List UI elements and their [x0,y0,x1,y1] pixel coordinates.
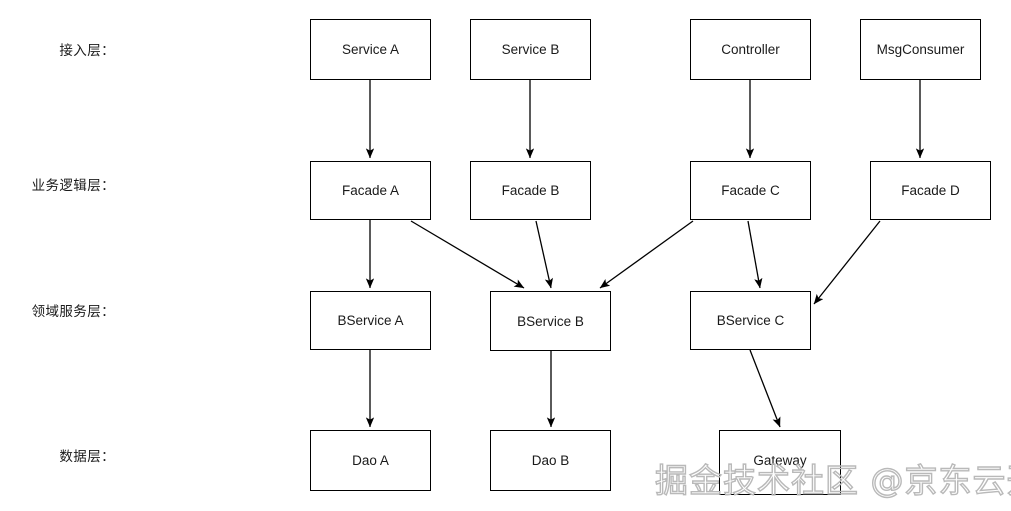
node-label-bservice-a: BService A [337,313,404,328]
node-label-facade-b: Facade B [501,183,560,198]
node-bservice-c[interactable]: BService C [690,291,811,350]
layer-label-business: 业务逻辑层： [31,178,115,194]
connector-bservice-c-to-gateway [749,349,781,428]
node-label-bservice-b: BService B [517,313,584,329]
node-label-msgconsumer: MsgConsumer [876,42,965,57]
connector-facade-c-to-bservice-b [599,220,694,289]
connector-group [365,80,925,428]
node-bservice-a[interactable]: BService A [310,291,431,350]
connector-facade-c-to-bservice-c [747,220,763,289]
node-facade-b[interactable]: Facade B [470,161,591,220]
node-label-dao-b: Dao B [531,453,570,468]
node-label-controller: Controller [721,42,780,57]
node-label-facade-a: Facade A [341,183,400,198]
node-label-bservice-c: BService C [716,313,785,328]
connector-facade-d-to-bservice-c [813,220,881,305]
node-facade-d[interactable]: Facade D [870,161,991,220]
node-label-service-b: Service B [501,42,560,57]
node-label-facade-d: Facade D [901,183,960,198]
node-service-a[interactable]: Service A [310,19,431,80]
node-service-b[interactable]: Service B [470,19,591,80]
node-controller[interactable]: Controller [690,19,811,80]
node-dao-b[interactable]: Dao B [490,430,611,491]
node-label-dao-a: Dao A [352,453,389,468]
node-gateway[interactable]: Gateway [719,430,841,495]
layer-label-access: 接入层： [59,43,115,59]
node-label-gateway: Gateway [753,453,807,468]
node-msgconsumer[interactable]: MsgConsumer [860,19,981,80]
connector-facade-a-to-bservice-b [410,220,525,289]
node-bservice-b[interactable]: BService B [490,291,611,351]
node-facade-c[interactable]: Facade C [690,161,811,220]
node-label-service-a: Service A [341,42,400,57]
layer-label-domain: 领域服务层： [31,304,115,320]
layer-label-data: 数据层： [59,449,115,465]
node-dao-a[interactable]: Dao A [310,430,431,491]
node-facade-a[interactable]: Facade A [310,161,431,220]
node-label-facade-c: Facade C [721,183,780,198]
connector-facade-b-to-bservice-b [535,220,553,289]
